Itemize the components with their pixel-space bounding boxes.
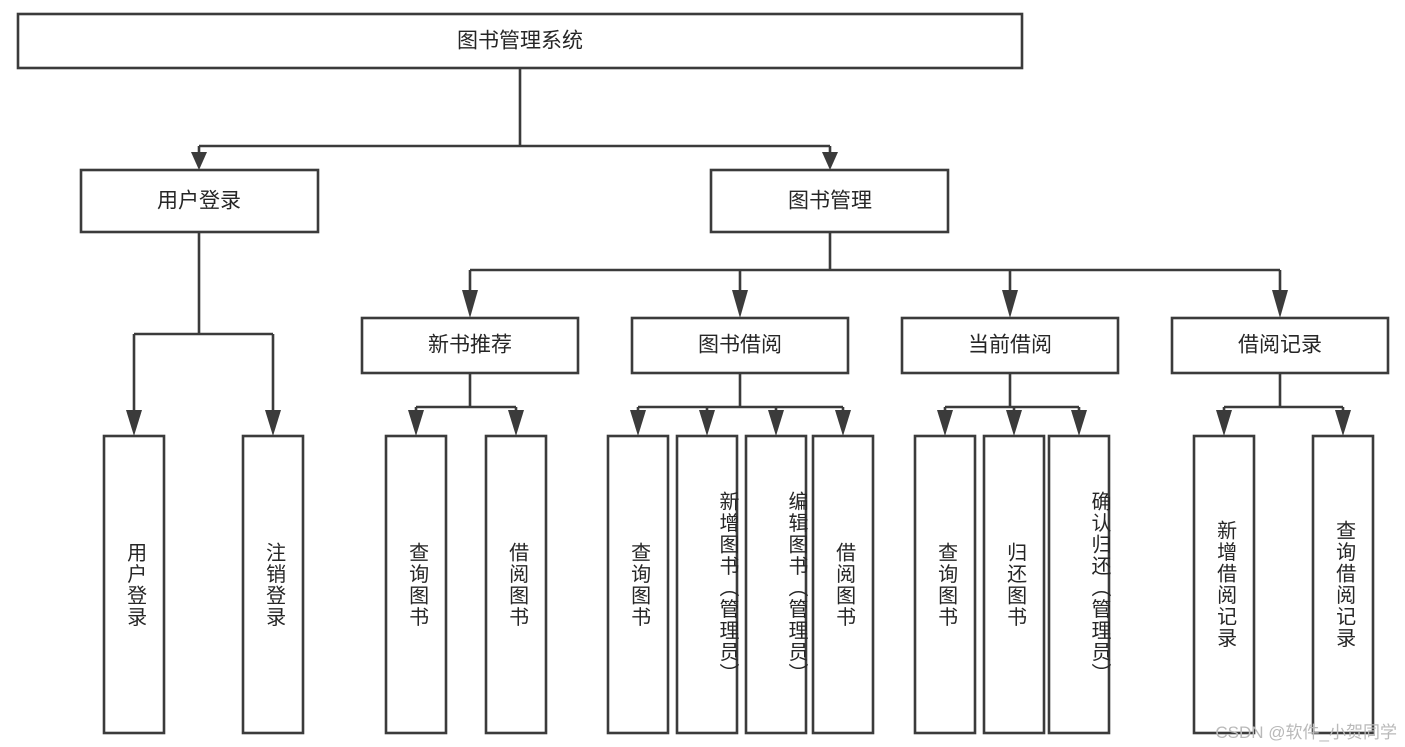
node-label-book-borrow: 图书借阅 (698, 334, 782, 357)
node-box-current-borrow[interactable] (900, 316, 1120, 375)
node-box-new-book-recommend[interactable] (360, 316, 580, 375)
watermark-text: CSDN @软件_小贺同学 (1215, 723, 1397, 742)
arrow-head-icon-leaf-9 (1006, 410, 1022, 436)
node-box-leaf-query-book[interactable] (606, 434, 670, 735)
arrow-head-icon-root-to-user-login (191, 152, 207, 170)
node-box-user-login[interactable] (79, 168, 320, 234)
arrow-head-icon-leaf-4 (630, 410, 646, 436)
node-box-leaf-return-book[interactable] (982, 434, 1046, 735)
arrow-head-icon-leaf-8 (937, 410, 953, 436)
arrow-head-icon-l3-1 (732, 290, 748, 318)
arrow-head-icon-leaf-3 (508, 410, 524, 436)
arrow-head-icon-l3-3 (1272, 290, 1288, 318)
arrow-head-icon-leaf-11 (1216, 410, 1232, 436)
arrow-head-icon-leaf-2 (408, 410, 424, 436)
node-label-new-book-recommend: 新书推荐 (428, 334, 512, 357)
node-box-leaf-query-borrow-record[interactable] (1311, 434, 1375, 735)
node-box-leaf-logout[interactable] (241, 434, 305, 735)
horizontal-label-layer: 图书管理系统 用户登录 图书管理 新书推荐 图书借阅 当前借阅 借阅记录 (157, 30, 1322, 357)
node-label-borrow-record: 借阅记录 (1238, 334, 1322, 357)
node-box-leaf-user-login[interactable] (102, 434, 166, 735)
node-box-root[interactable] (16, 12, 1024, 70)
node-label-book-management: 图书管理 (788, 190, 872, 213)
node-box-leaf-confirm-return-admin[interactable] (1047, 434, 1111, 735)
node-box-leaf-query-book-rec[interactable] (384, 434, 448, 735)
node-box-leaf-add-book-admin[interactable] (675, 434, 739, 735)
arrow-head-icon-leaf-1 (265, 410, 281, 436)
node-box-leaf-add-borrow-record[interactable] (1192, 434, 1256, 735)
arrow-head-icon-leaf-6 (768, 410, 784, 436)
arrow-head-icon-leaf-7 (835, 410, 851, 436)
node-box-book-management[interactable] (709, 168, 950, 234)
node-box-layer (16, 12, 1390, 735)
arrow-head-icon-root-to-book-mgmt (822, 152, 838, 170)
connector-layer (126, 68, 1351, 436)
node-label-root: 图书管理系统 (457, 30, 583, 53)
node-box-leaf-borrow-book[interactable] (811, 434, 875, 735)
arrow-head-icon-l3-0 (462, 290, 478, 318)
node-box-book-borrow[interactable] (630, 316, 850, 375)
node-box-leaf-borrow-book-rec[interactable] (484, 434, 548, 735)
arrow-head-icon-leaf-0 (126, 410, 142, 436)
node-label-current-borrow: 当前借阅 (968, 334, 1052, 357)
node-box-leaf-query-book-cur[interactable] (913, 434, 977, 735)
node-box-leaf-edit-book-admin[interactable] (744, 434, 808, 735)
arrow-head-icon-leaf-10 (1071, 410, 1087, 436)
node-box-borrow-record[interactable] (1170, 316, 1390, 375)
arrow-head-icon-l3-2 (1002, 290, 1018, 318)
node-label-user-login: 用户登录 (157, 190, 241, 213)
arrow-head-icon-leaf-5 (699, 410, 715, 436)
arrow-head-icon-leaf-12 (1335, 410, 1351, 436)
